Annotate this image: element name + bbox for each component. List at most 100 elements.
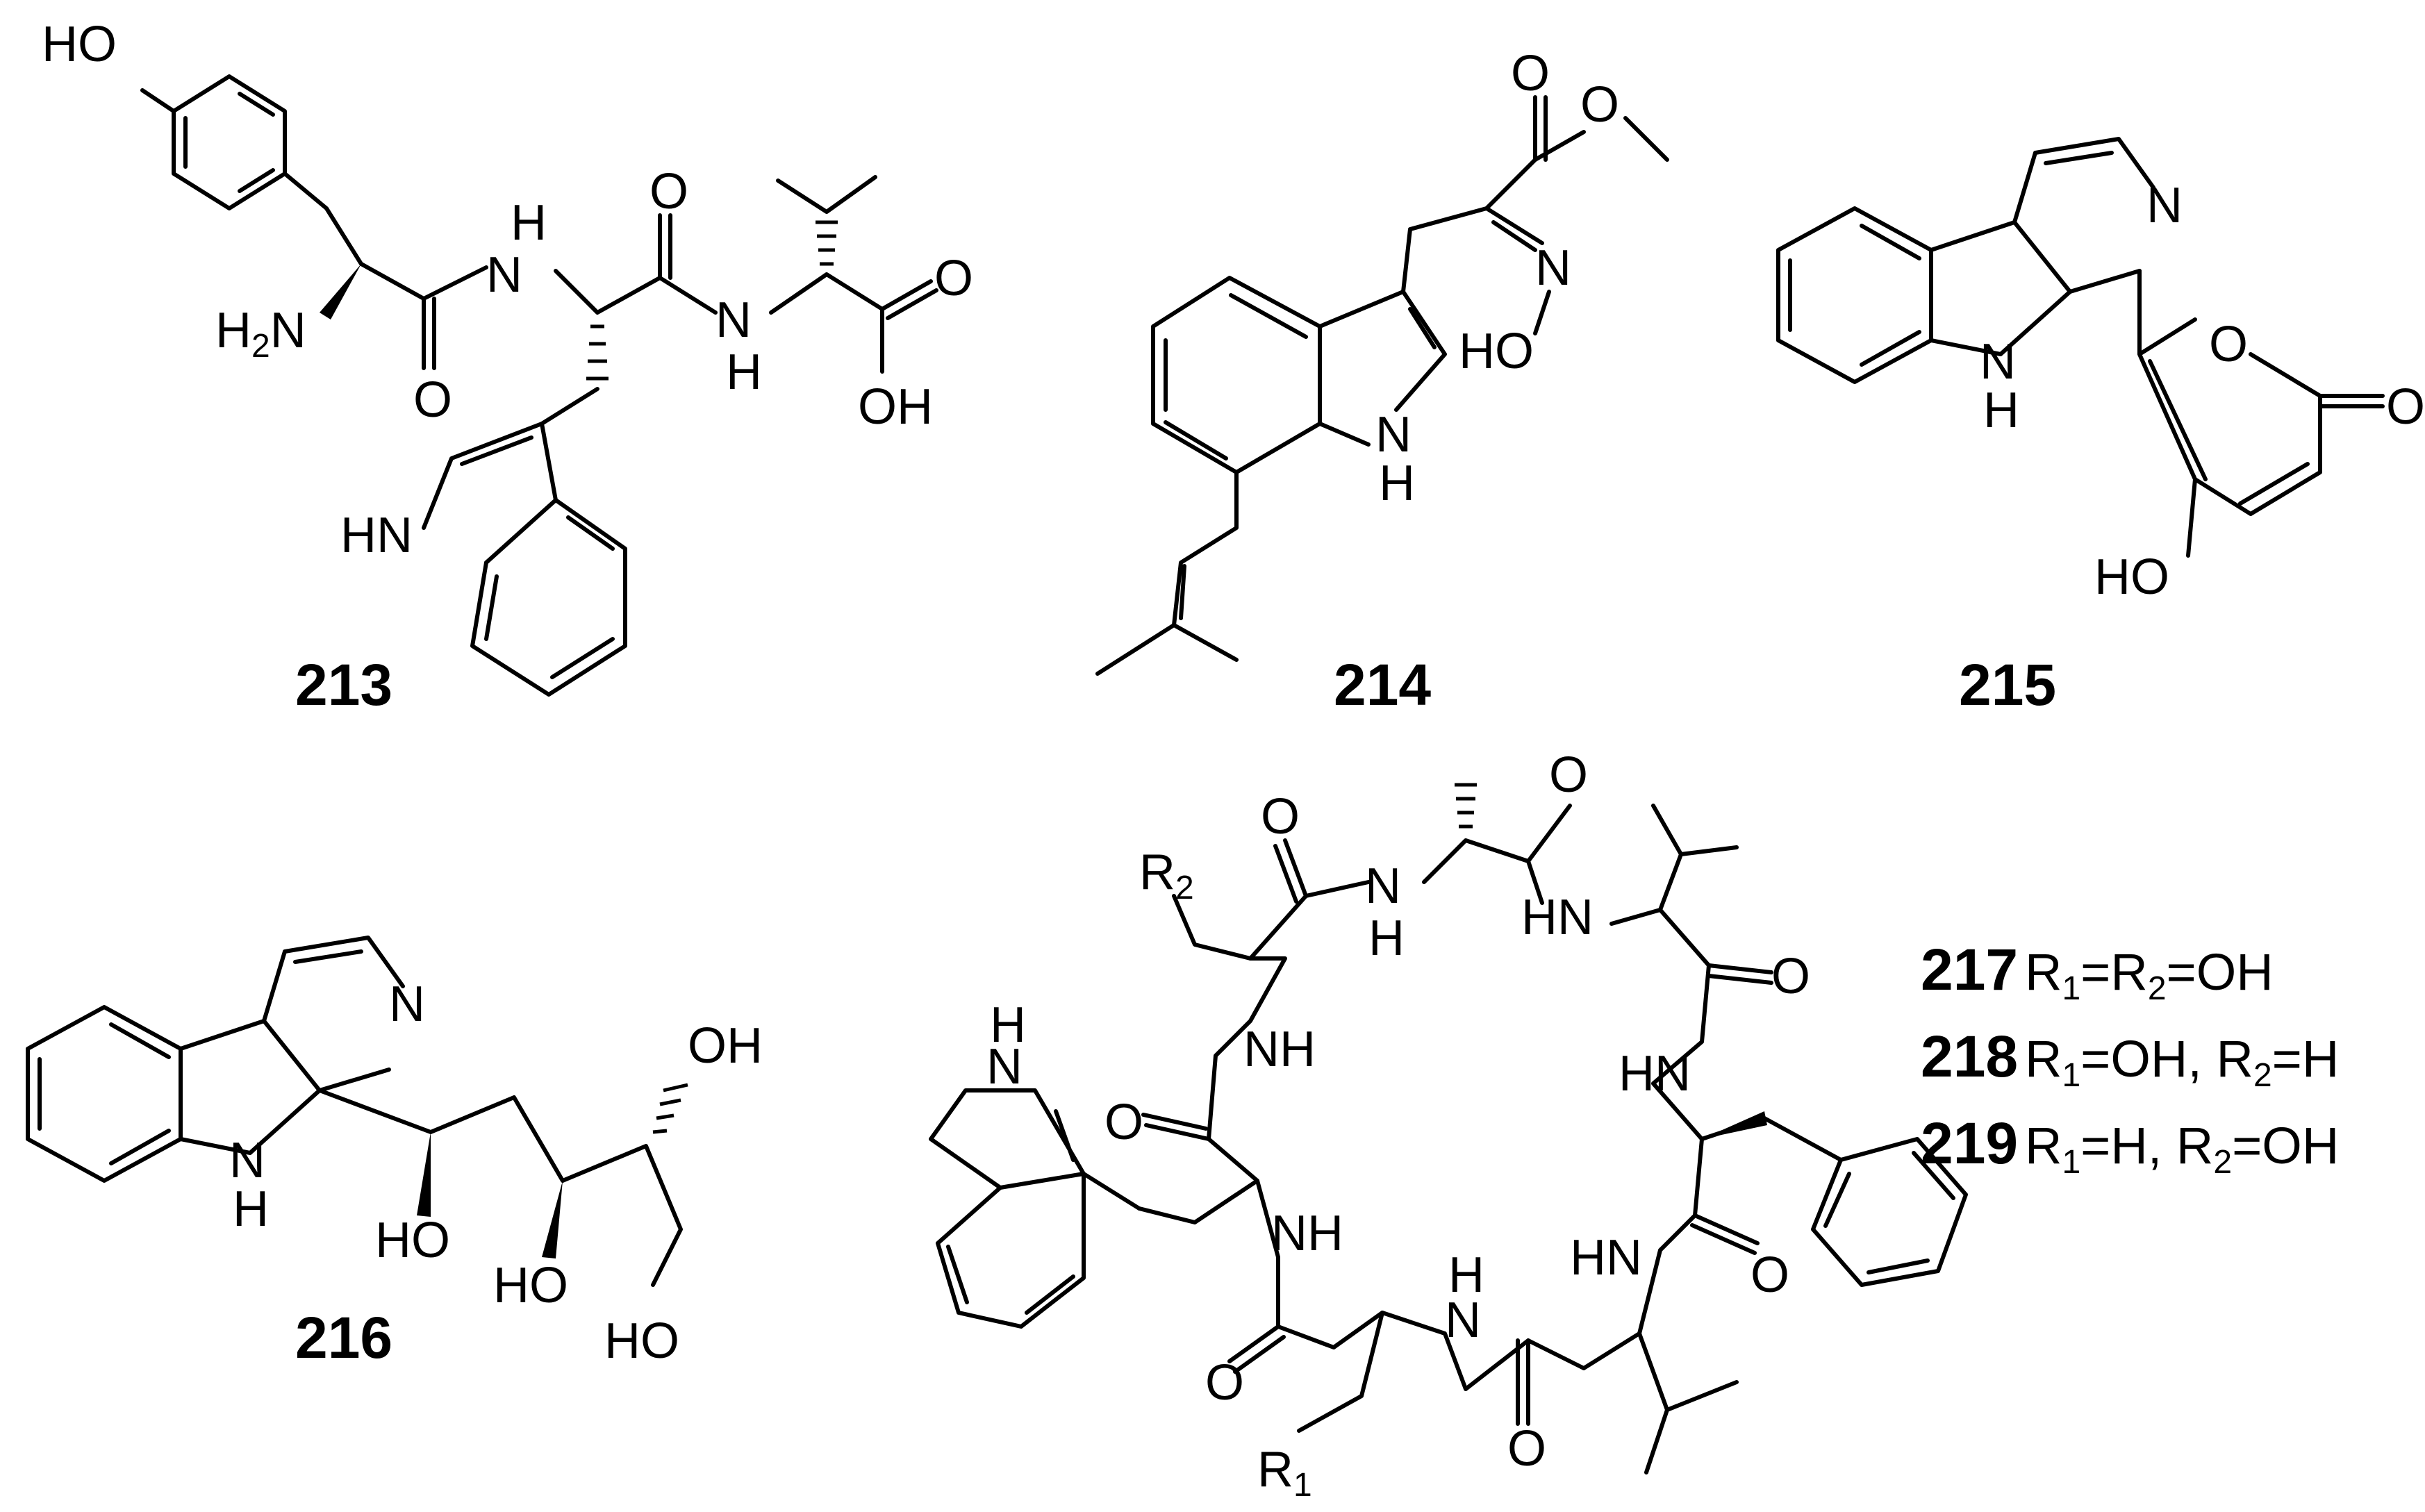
label-n-macro-bottom: N xyxy=(1445,1293,1481,1348)
label-o-amide-213a: O xyxy=(413,372,452,428)
label-h-amide-213: H xyxy=(511,195,547,251)
phenol-ring-double-bonds xyxy=(183,92,275,193)
r1-side xyxy=(1297,1311,1384,1433)
label-h2n: H2N xyxy=(215,303,306,365)
label-nh-macro-left2: NH xyxy=(1243,1022,1316,1077)
carbazole-benzene-215 xyxy=(1776,206,1933,384)
isopropyl xyxy=(776,175,877,214)
label-o-macro-right2: O xyxy=(1751,1247,1789,1303)
pyranone-oh xyxy=(2186,477,2197,558)
amide-co-1 xyxy=(422,297,436,370)
structure-215: N N H O O HO 215 xyxy=(1776,137,2425,717)
indole-macro-doubles xyxy=(946,1109,1075,1315)
macrocycle-bottom-co xyxy=(1227,1324,1530,1426)
oxime-no xyxy=(1533,290,1551,335)
carbazole-benzene-215-doubles xyxy=(1788,224,1921,367)
pyridine-215-double xyxy=(2044,151,2114,165)
stereo-wedge-tyr xyxy=(320,264,361,319)
label-o-macro-bottom2: O xyxy=(1205,1355,1244,1411)
stereo-wedge-216a xyxy=(417,1132,431,1217)
trp-ca xyxy=(554,269,662,315)
val-side-right xyxy=(1651,804,1739,912)
label-n-indole-macro: N xyxy=(986,1039,1023,1095)
label-h-macro-bottom: H xyxy=(1448,1247,1484,1303)
label-o-amide-213b: O xyxy=(649,164,688,219)
label-oh-216a: OH xyxy=(688,1018,763,1074)
side-chain-214 xyxy=(1401,95,1537,294)
pyranone xyxy=(2137,269,2322,516)
label-hn-macro-right1: HN xyxy=(1521,890,1594,945)
legend-219: 219 R1=H, R2=OH xyxy=(1921,1111,2339,1181)
label-o-ester-214: O xyxy=(1511,46,1550,101)
compound-id-213: 213 xyxy=(295,652,392,717)
macrocycle-left-co xyxy=(1141,1113,1211,1141)
label-n-macro-top: N xyxy=(1365,858,1401,914)
label-r1: R1 xyxy=(1257,1442,1312,1504)
label-ho-215: HO xyxy=(2094,549,2169,605)
structure-213: HO H2N O H N O N H O OH HN 213 xyxy=(42,17,973,717)
r2-side xyxy=(1172,894,1252,961)
acid-co xyxy=(880,279,938,320)
label-n-amide-213b: N xyxy=(715,292,752,348)
amide-co-2 xyxy=(658,213,672,280)
label-h-carbazole-216: H xyxy=(233,1181,269,1237)
label-h-amide-213b: H xyxy=(726,344,762,400)
val-ca xyxy=(769,272,884,315)
stereo-wedge-216b xyxy=(542,1181,563,1258)
indole-pyrrole-213 xyxy=(422,422,558,565)
legend-text-219: R1=H, R2=OH xyxy=(2025,1117,2339,1181)
label-n-carbazole-215: N xyxy=(1980,334,2016,390)
indole-benzene-214 xyxy=(1151,276,1322,474)
stereo-hash-macro-top xyxy=(1455,783,1477,829)
label-nh-macro-left1: NH xyxy=(1271,1206,1343,1261)
indole-macro xyxy=(929,1088,1141,1329)
pyridine-216-double xyxy=(293,949,363,964)
label-o-acid: O xyxy=(934,251,973,306)
legend-id-218: 218 xyxy=(1921,1024,2018,1089)
label-n-amide-213: N xyxy=(486,247,522,303)
amide-n-1 xyxy=(422,265,488,301)
phenyl-ring-macro-doubles xyxy=(1823,1151,1955,1274)
label-ho-213: HO xyxy=(42,17,117,72)
label-o-macro-right1: O xyxy=(1771,949,1810,1004)
label-hn-indole-213: HN xyxy=(340,508,413,563)
label-o-macro-left: O xyxy=(1104,1095,1143,1150)
stereo-wedge-phe xyxy=(1702,1111,1767,1139)
phe-side xyxy=(1700,1116,1843,1162)
trp-ch2 xyxy=(540,387,599,426)
label-o-macro-top-right: O xyxy=(1549,747,1588,803)
indole-benzene-213 xyxy=(470,498,627,697)
macrocycle-left xyxy=(1207,956,1287,1329)
structure-214: O O N HO N H 214 xyxy=(1095,46,1669,717)
label-h-indole-214: H xyxy=(1379,456,1415,511)
pyridine-215 xyxy=(2012,137,2155,294)
stereo-hash-val xyxy=(816,220,838,266)
side-chain-216 xyxy=(317,1088,683,1287)
label-hn-macro-right2: HN xyxy=(1619,1046,1691,1102)
legend-text-217: R1=R2=OH xyxy=(2025,943,2274,1007)
label-hn-macro-bottom1: HN xyxy=(1570,1230,1642,1286)
prenyl xyxy=(1095,470,1239,676)
oxime xyxy=(1484,206,1544,252)
label-n-oxime: N xyxy=(1535,240,1571,296)
indole-pyrrole-214-double xyxy=(1408,307,1437,349)
compound-id-214: 214 xyxy=(1334,652,1431,717)
label-n-carbazole-216: N xyxy=(229,1133,265,1188)
label-ho-216b: HO xyxy=(375,1213,450,1268)
trp-side-macro xyxy=(1137,1179,1259,1224)
macrocycle-right-co xyxy=(1690,963,1773,1255)
stereo-hash-216 xyxy=(652,1083,688,1134)
label-o-macro-top-left: O xyxy=(1261,789,1300,845)
indole-benzene-213-doubles xyxy=(460,435,615,679)
tyr-chain xyxy=(283,172,426,301)
label-oh-acid: OH xyxy=(858,379,933,435)
label-n-indole-214: N xyxy=(1375,407,1412,463)
label-o-ring-215: O xyxy=(2209,317,2248,372)
label-ho-216c: HO xyxy=(493,1258,568,1313)
legend-218: 218 R1=OH, R2=H xyxy=(1921,1024,2339,1094)
phenyl-ring-macro xyxy=(1811,1137,1968,1287)
legend-text-218: R1=OH, R2=H xyxy=(2025,1030,2339,1094)
legend-id-217: 217 xyxy=(1921,937,2018,1002)
label-ho-216d: HO xyxy=(604,1313,679,1369)
label-n-pyridine-216: N xyxy=(389,977,425,1032)
